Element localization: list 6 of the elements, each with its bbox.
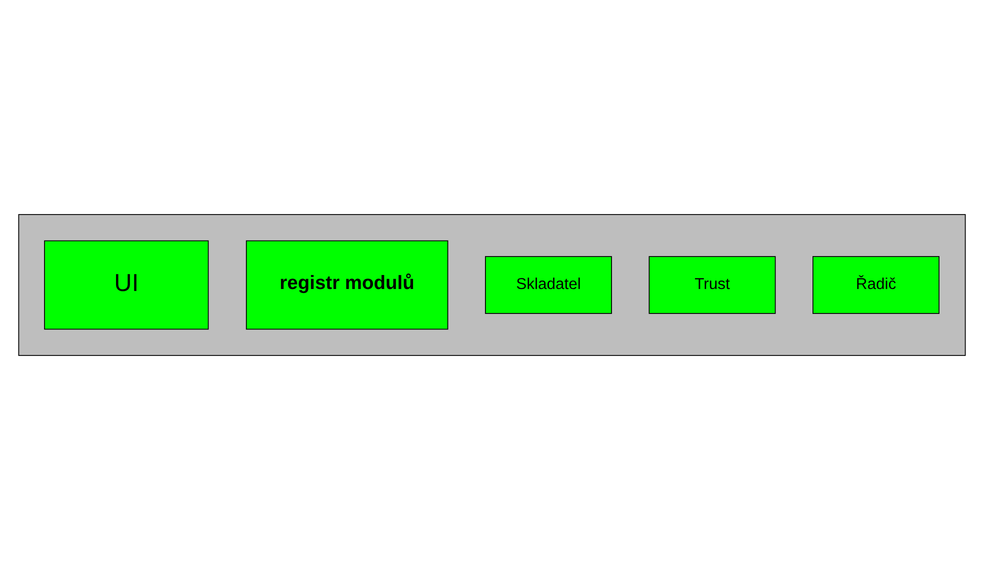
node-box: UI [44, 240, 209, 330]
node-box: Řadič [812, 256, 940, 314]
node-box: Trust [648, 256, 776, 314]
node-box: registr modulů [246, 240, 448, 330]
cluster [18, 214, 966, 356]
node-box: Skladatel [485, 256, 612, 314]
